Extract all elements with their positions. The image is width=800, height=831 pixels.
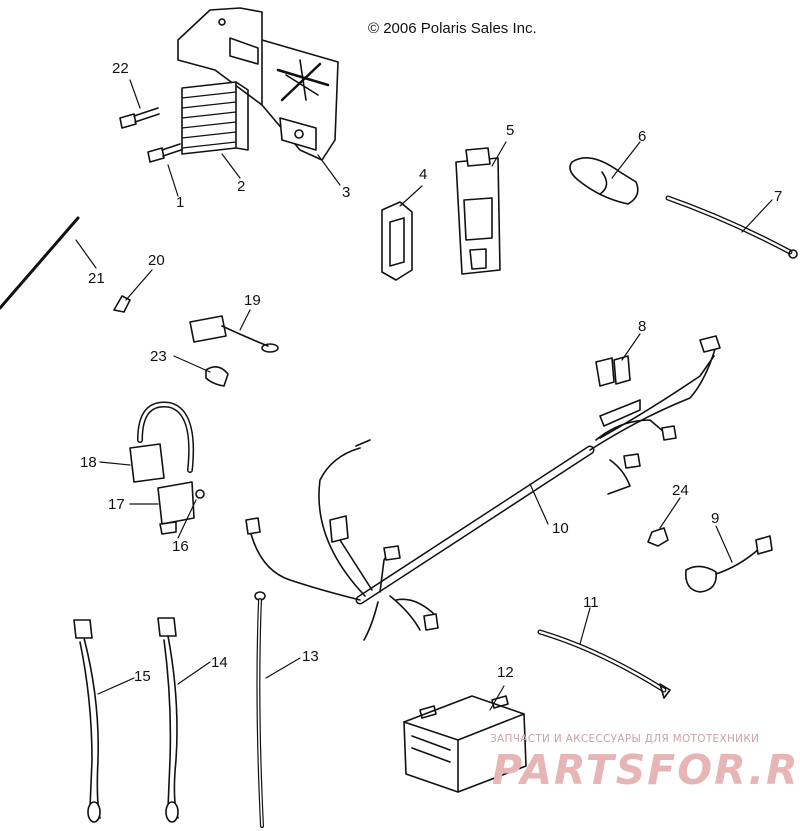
callout-9: 9 [711, 510, 720, 527]
voltage-regulator [181, 81, 249, 155]
callout-1: 1 [176, 194, 185, 211]
wire-21 [0, 216, 80, 310]
callout-19: 19 [244, 292, 261, 309]
callout-6: 6 [638, 128, 647, 145]
screw-1 [147, 143, 182, 163]
callout-12: 12 [497, 664, 514, 681]
relay-block [455, 147, 501, 275]
callout-23: 23 [150, 348, 167, 365]
callout-13: 13 [302, 648, 319, 665]
callout-24: 24 [672, 482, 689, 499]
screw-22 [119, 107, 160, 129]
callout-18: 18 [80, 454, 97, 471]
callout-11: 11 [583, 594, 599, 611]
ignition-coil [129, 401, 205, 535]
lead-wire-7 [665, 195, 798, 259]
callout-22: 22 [112, 60, 129, 77]
mounting-bracket [177, 7, 339, 161]
relay-small [381, 201, 413, 281]
callout-5: 5 [506, 122, 515, 139]
callout-4: 4 [419, 166, 428, 183]
callout-3: 3 [342, 184, 351, 201]
callout-21: 21 [88, 270, 105, 287]
callout-7: 7 [774, 188, 783, 205]
callout-2: 2 [237, 178, 246, 195]
callout-8: 8 [638, 318, 647, 335]
callout-15: 15 [134, 668, 151, 685]
bulb-socket-14 [157, 617, 179, 823]
rubber-boot [569, 156, 639, 205]
callout-20: 20 [148, 252, 165, 269]
battery [403, 695, 527, 793]
bulb-socket-15 [73, 619, 101, 823]
sensor-switch [189, 315, 279, 353]
cable-11 [537, 629, 671, 699]
callout-17: 17 [108, 496, 125, 513]
callout-10: 10 [552, 520, 569, 537]
wiring-harness [245, 335, 721, 641]
clamp-23 [205, 366, 229, 387]
watermark-tagline: ЗАПЧАСТИ И АКСЕССУАРЫ ДЛЯ МОТОТЕХНИКИ [490, 733, 760, 745]
wire-clip [113, 295, 131, 313]
copyright-text: © 2006 Polaris Sales Inc. [368, 20, 537, 37]
fuses [595, 355, 631, 387]
leader-lines [75, 79, 773, 711]
callout-16: 16 [172, 538, 189, 555]
callout-14: 14 [211, 654, 228, 671]
connector-9 [684, 535, 773, 593]
ground-strap [254, 591, 266, 828]
nut-24 [647, 527, 669, 547]
watermark-logo: PARTSFOR.RU [492, 746, 800, 794]
